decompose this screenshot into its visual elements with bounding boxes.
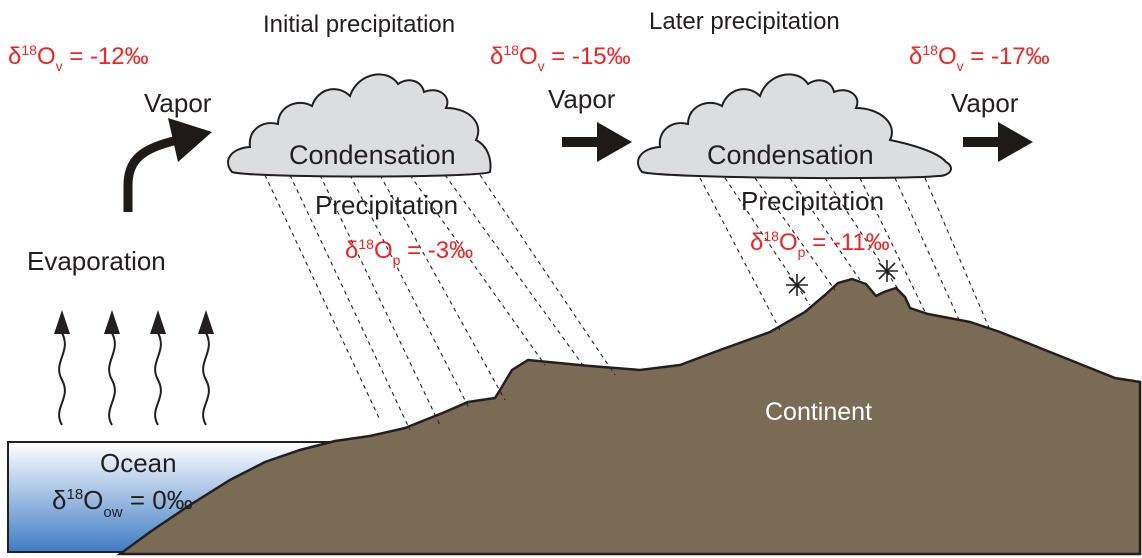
vapor-label-left: Vapor (144, 88, 212, 118)
vapor-label-middle: Vapor (548, 84, 616, 114)
ocean-label: Ocean (100, 448, 177, 478)
evaporation-arrow-heads (54, 310, 214, 334)
cloud-initial (227, 73, 492, 178)
initial-precipitation-title: Initial precipitation (263, 11, 455, 38)
vapor-isotope-value-2: δ18Ov = -15‰ (490, 42, 631, 74)
vapor-isotope-value-3: δ18Ov = -17‰ (909, 42, 1050, 74)
snowflake-icon (786, 274, 808, 296)
snowflake-icon (876, 260, 898, 282)
precip-isotope-value-1: δ18Op = -3‰ (345, 236, 473, 268)
evaporation-wavy-arrows (58, 332, 210, 426)
vapor-isotope-value-1: δ18Ov = -12‰ (8, 42, 149, 74)
condensation-label-later: Condensation (707, 140, 874, 170)
rain-streaks-initial (264, 174, 616, 431)
condensation-label-initial: Condensation (289, 140, 456, 170)
vapor-label-right: Vapor (951, 88, 1019, 118)
evaporation-label: Evaporation (27, 246, 166, 276)
vapor-arrow-right (963, 122, 1033, 162)
cloud-later (637, 73, 953, 180)
precip-isotope-value-2: δ18Op = -11‰ (750, 228, 890, 260)
later-precipitation-title: Later precipitation (649, 8, 840, 35)
precipitation-label-initial: Precipitation (315, 190, 458, 220)
continent-label: Continent (765, 398, 872, 426)
curved-vapor-arrow (123, 118, 212, 212)
continent-landmass (116, 277, 1142, 556)
ocean-isotope-value: δ18Oow = 0‰ (52, 485, 193, 521)
precipitation-label-later: Precipitation (741, 186, 884, 216)
vapor-arrow-middle (562, 122, 632, 162)
